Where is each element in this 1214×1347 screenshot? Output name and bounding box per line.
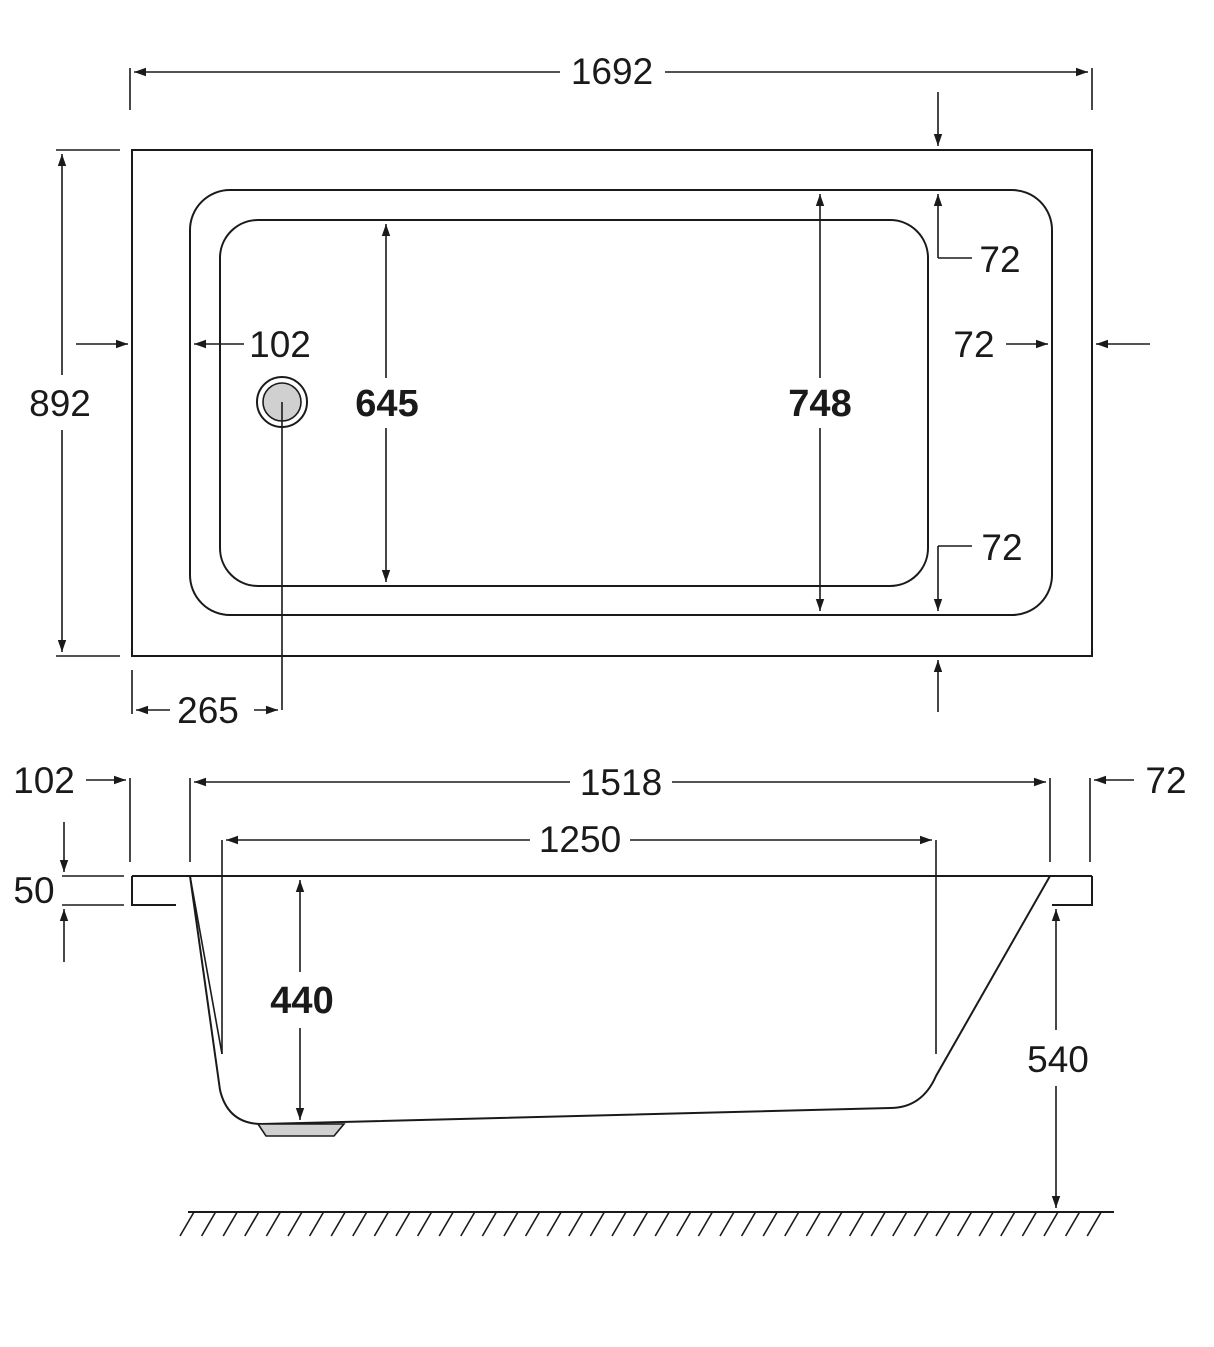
- dim-rim-left: 102: [76, 324, 311, 365]
- plan-view: 1692 892 72 72 72: [29, 51, 1150, 731]
- label-overall-length: 1692: [571, 51, 653, 92]
- label-top-length: 1518: [580, 762, 662, 803]
- side-view: 1518 1250 102 72 50: [13, 760, 1187, 1237]
- floor-hatch: [632, 1211, 649, 1237]
- floor-hatch: [373, 1211, 390, 1237]
- floor-hatch: [546, 1211, 562, 1237]
- floor-hatch: [1064, 1211, 1081, 1237]
- side-rim-right: [1052, 876, 1093, 906]
- label-inner-depth: 440: [270, 980, 333, 1022]
- dim-inner-width: 645: [355, 224, 419, 582]
- floor-hatch: [762, 1211, 778, 1237]
- drain-icon: [256, 376, 308, 710]
- floor-hatch: [568, 1211, 584, 1237]
- plan-outer-outline: [131, 149, 1093, 657]
- floor-hatch: [935, 1211, 951, 1237]
- floor-hatch: [265, 1211, 282, 1237]
- side-tub-body: [189, 875, 1051, 1126]
- floor-hatch: [676, 1211, 692, 1237]
- label-side-rim-right: 72: [1145, 760, 1186, 801]
- floor-hatch: [956, 1211, 973, 1237]
- floor-hatch: [524, 1211, 541, 1237]
- label-basin-width: 748: [788, 383, 851, 425]
- dim-rim-right-bottom: 72: [933, 527, 1023, 712]
- side-rim-left: [131, 876, 176, 906]
- floor-hatch: [697, 1211, 714, 1237]
- floor-hatch: [1021, 1211, 1038, 1237]
- label-rim-right-bottom: 72: [981, 527, 1022, 568]
- dim-total-height: 540: [1027, 909, 1089, 1208]
- label-rim-right-top: 72: [979, 239, 1020, 280]
- dim-basin-width: 748: [788, 194, 852, 611]
- dim-rim-right-side: 72: [953, 324, 1150, 365]
- floor-hatch: [503, 1211, 519, 1237]
- floor-hatch: [913, 1211, 930, 1237]
- floor-hatch: [416, 1211, 433, 1237]
- label-drain-offset: 265: [177, 690, 239, 731]
- floor-hatch: [892, 1211, 908, 1237]
- dim-side-rim-right: 72: [1089, 760, 1187, 862]
- label-overall-width: 892: [29, 383, 91, 424]
- dim-bottom-length: 1250: [226, 819, 932, 860]
- label-side-rim-left: 102: [13, 760, 75, 801]
- dim-side-rim-left: 102: [13, 760, 131, 862]
- dim-overall-width: 892: [29, 149, 120, 657]
- floor-hatch: [330, 1211, 346, 1237]
- label-rim-thickness: 50: [13, 870, 54, 911]
- floor-hatch: [1043, 1211, 1059, 1237]
- floor-hatch: [654, 1211, 670, 1237]
- floor-hatch: [827, 1211, 843, 1237]
- floor-hatch: [784, 1211, 800, 1237]
- floor-hatch: [352, 1211, 368, 1237]
- floor-line: [179, 1211, 1114, 1237]
- floor-hatch: [740, 1211, 757, 1237]
- floor-hatch: [611, 1211, 627, 1237]
- floor-hatch: [287, 1211, 303, 1237]
- floor-hatch: [481, 1211, 498, 1237]
- waste-fitting: [256, 1123, 346, 1137]
- floor-hatch: [805, 1211, 822, 1237]
- floor-hatch: [719, 1211, 735, 1237]
- plan-basin-inner: [219, 219, 929, 587]
- floor-hatch: [848, 1211, 865, 1237]
- floor-hatch: [978, 1211, 994, 1237]
- dim-inner-depth: 440: [270, 880, 334, 1120]
- label-inner-width: 645: [355, 383, 418, 425]
- floor-hatch: [244, 1211, 260, 1237]
- dim-drain-offset: 265: [131, 670, 278, 731]
- floor-hatch: [308, 1211, 325, 1237]
- floor-hatch: [179, 1211, 195, 1237]
- dim-rim-right-top: 72: [933, 92, 1021, 280]
- floor-hatch: [438, 1211, 454, 1237]
- label-total-height: 540: [1027, 1039, 1089, 1080]
- floor-hatch: [589, 1211, 606, 1237]
- label-bottom-length: 1250: [539, 819, 621, 860]
- floor-hatch: [200, 1211, 217, 1237]
- floor-hatch: [395, 1211, 411, 1237]
- floor-hatch: [1086, 1211, 1102, 1237]
- dim-rim-thickness: 50: [13, 822, 124, 962]
- label-rim-left: 102: [249, 324, 311, 365]
- dim-overall-length: 1692: [129, 51, 1093, 110]
- dim-top-length: 1518: [189, 762, 1051, 862]
- label-rim-right-side: 72: [953, 324, 994, 365]
- floor-hatch: [1000, 1211, 1016, 1237]
- plan-basin-outer: [189, 189, 1053, 616]
- floor-hatch: [870, 1211, 886, 1237]
- floor-hatch: [460, 1211, 476, 1237]
- floor-hatch: [222, 1211, 238, 1237]
